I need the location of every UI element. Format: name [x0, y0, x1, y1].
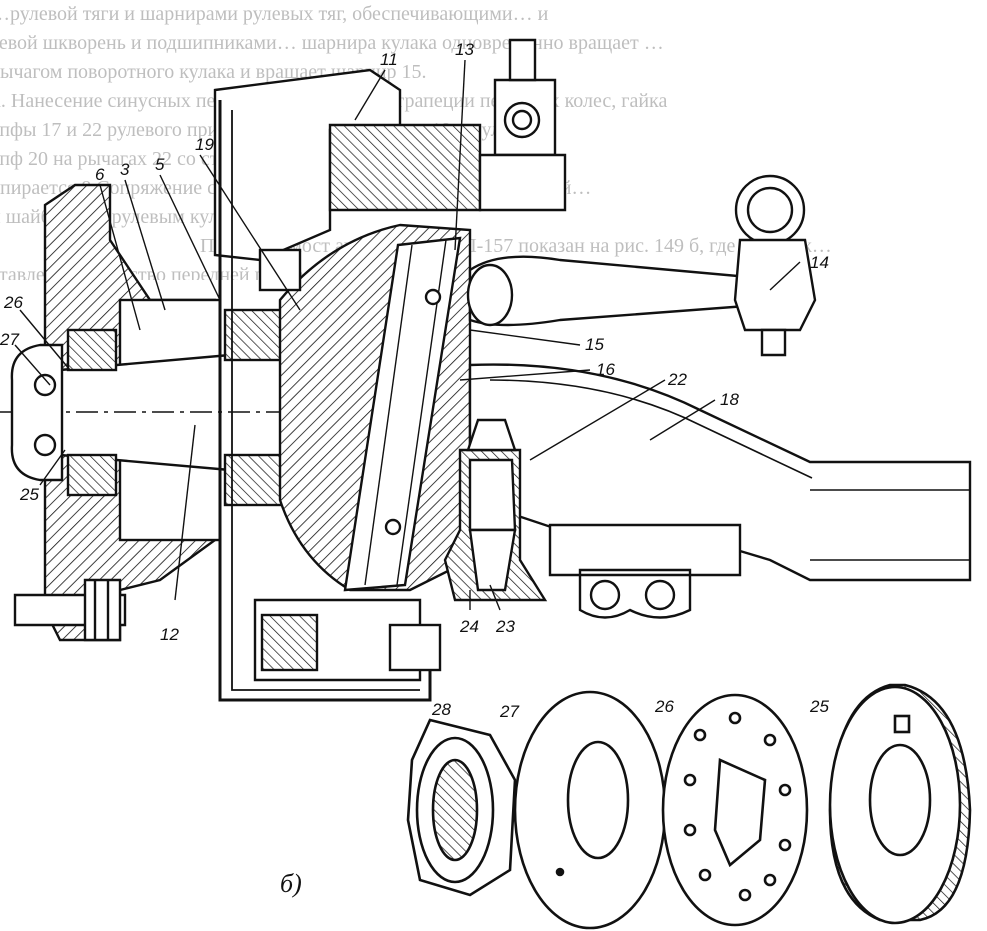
callout-27b: 27 — [499, 702, 519, 721]
kingpin-13 — [343, 236, 462, 592]
washer-27 — [513, 690, 667, 930]
callout-25: 25 — [19, 485, 39, 504]
hub-assembly — [0, 183, 470, 642]
exploded-parts — [406, 683, 972, 930]
callout-28: 28 — [431, 700, 451, 719]
callout-18: 18 — [720, 390, 739, 409]
callout-25b: 25 — [809, 697, 829, 716]
callout-16: 16 — [596, 360, 615, 379]
knuckle-housing — [213, 38, 567, 702]
inner-bearing — [223, 308, 287, 362]
nut-25 — [828, 683, 972, 925]
axle-beam-18 — [443, 363, 972, 619]
callout-19: 19 — [195, 135, 214, 154]
outer-bearing — [66, 328, 118, 372]
callout-6: 6 — [95, 165, 105, 184]
callout-24: 24 — [459, 617, 479, 636]
figure-caption: б) — [280, 869, 302, 898]
callout-5: 5 — [155, 155, 165, 174]
lock-plate-26 — [661, 693, 809, 927]
callout-23: 23 — [495, 617, 515, 636]
spring-bolt — [589, 579, 621, 611]
leader-lines — [14, 59, 801, 611]
callout-12: 12 — [160, 625, 179, 644]
nut-28 — [406, 718, 517, 897]
callout-13: 13 — [455, 40, 474, 59]
callout-22: 22 — [667, 370, 687, 389]
callout-11: 11 — [380, 50, 398, 69]
callout-15: 15 — [585, 335, 604, 354]
hub-end-cap — [10, 343, 64, 482]
page-text-line: рулевой шкворень и подшипниками… шарнира… — [0, 32, 664, 54]
page-text-line: …рулевой тяги и шарнирами рулевых тяг, о… — [0, 3, 549, 25]
steering-arm-14 — [466, 174, 817, 357]
callout-14: 14 — [810, 253, 829, 272]
callout-labels: 26 6 3 5 19 11 13 14 27 15 16 22 18 25 1… — [0, 40, 829, 898]
callout-3: 3 — [120, 160, 130, 179]
callout-26b: 26 — [654, 697, 674, 716]
callout-27: 27 — [0, 330, 19, 349]
callout-26: 26 — [3, 293, 23, 312]
